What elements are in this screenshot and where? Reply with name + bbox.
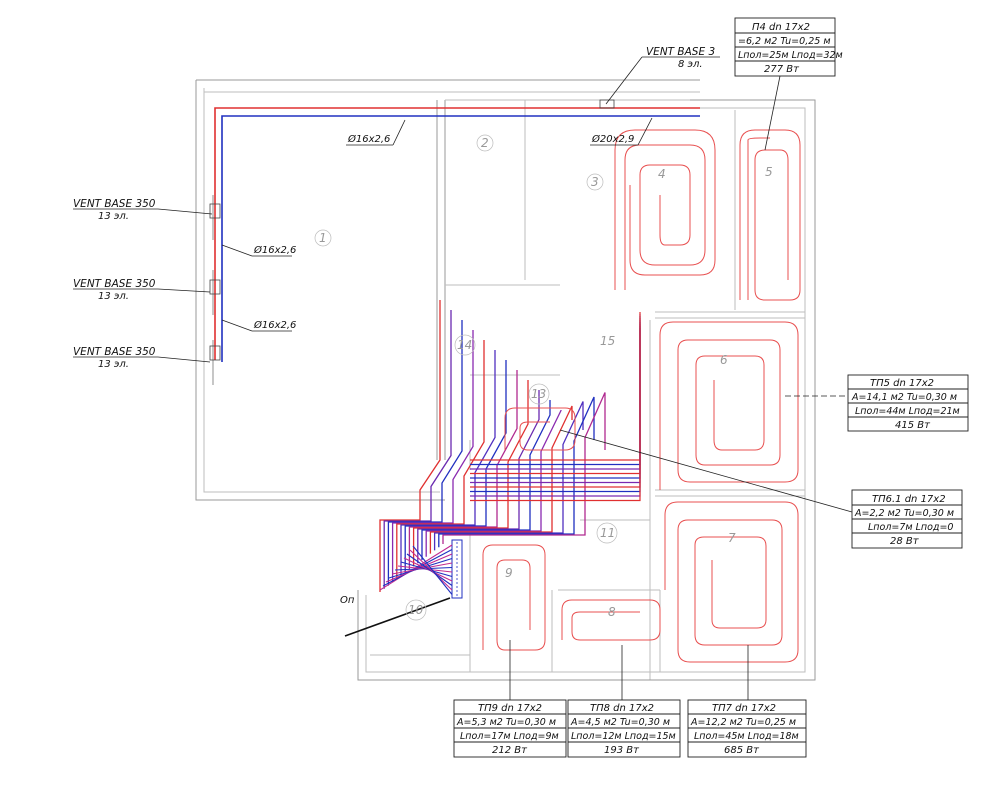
distribution-pipe <box>387 320 463 586</box>
distribution-pipe <box>400 350 496 576</box>
loop-box-tp6-1: ТП6.1 dn 17x2 A=2,2 м2 Tu=0,30 м Lпол=7м… <box>559 429 963 549</box>
loop-power: 212 Вт <box>492 745 528 756</box>
loop-area: A=2,2 м2 Tu=0,30 м <box>854 508 954 519</box>
room-label: 15 <box>600 334 615 348</box>
distribution-pipe <box>379 300 441 592</box>
room-label: 10 <box>408 603 424 617</box>
room-label: 7 <box>728 531 736 545</box>
loop-area: A=4,5 м2 Tu=0,30 м <box>570 717 670 728</box>
vent-count: 13 эл. <box>98 211 129 222</box>
pipe-label: Ø16x2,6 <box>253 319 296 331</box>
loop-box-tp7: ТП7 dn 17x2 A=12,2 м2 Tu=0,25 м Lпол=45м… <box>687 645 807 758</box>
loop-title: ТП8 dn 17x2 <box>590 703 654 714</box>
room-label: 5 <box>765 165 773 179</box>
room-labels: 1 2 3 4 5 6 7 8 9 10 11 13 14 15 <box>314 134 773 621</box>
walls <box>195 79 816 681</box>
loop-lengths: Lпол=17м Lпод=9м <box>460 731 559 742</box>
manifold-connection <box>412 545 453 595</box>
loop-title: ТП5 dn 17x2 <box>870 378 934 389</box>
loop-power: 277 Вт <box>764 64 800 75</box>
distribution-pipe <box>412 380 529 567</box>
loop-lengths: Lпол=25м Lпод=32м <box>738 50 843 61</box>
room-label: 1 <box>319 231 327 245</box>
room-label: 3 <box>591 175 599 189</box>
loop-title: ТП9 dn 17x2 <box>478 703 542 714</box>
manifold-connection <box>406 553 453 586</box>
room-label: 2 <box>481 136 489 150</box>
loop-power: 415 Вт <box>895 420 931 431</box>
manifold <box>344 539 463 637</box>
room-label: 6 <box>720 353 728 367</box>
vent-name: VENT BASE 350 <box>73 278 156 290</box>
room-label: 14 <box>457 338 472 352</box>
loop-area: A=12,2 м2 Tu=0,25 м <box>690 717 796 728</box>
collector-label: Оп <box>340 595 355 606</box>
room-label: 8 <box>608 605 616 619</box>
loop-lengths: Lпол=45м Lпод=18м <box>694 731 799 742</box>
vent-count: 8 эл. <box>678 59 703 70</box>
loop-power: 685 Вт <box>724 745 760 756</box>
vent-name: VENT BASE 350 <box>73 198 156 210</box>
loop-box-tp8: ТП8 dn 17x2 A=4,5 м2 Tu=0,30 м Lпол=12м … <box>567 645 681 758</box>
manifold-connection <box>403 557 453 582</box>
distribution-pipe <box>396 340 485 580</box>
distribution-pipe <box>442 392 606 544</box>
distribution-pipe <box>408 370 518 570</box>
loop-area: A=14,1 м2 Tu=0,30 м <box>851 392 957 403</box>
vent-name: VENT BASE 3 <box>646 46 715 58</box>
vent-count: 13 эл. <box>98 359 129 370</box>
loop-spec-boxes: П4 dn 17x2 =6,2 м2 Tu=0,25 м Lпол=25м Lп… <box>453 17 969 758</box>
corridor-pipe <box>470 312 641 502</box>
room-label: 9 <box>505 566 513 580</box>
room-label: 4 <box>658 167 666 181</box>
vent-count: 13 эл. <box>98 291 129 302</box>
loop-title: ТП6.1 dn 17x2 <box>872 494 946 505</box>
room-label: 11 <box>600 526 615 540</box>
distribution-pipe <box>433 401 584 551</box>
loop-box-p4: П4 dn 17x2 =6,2 м2 Tu=0,25 м Lпол=25м Lп… <box>734 17 843 151</box>
loop-lengths: Lпол=12м Lпод=15м <box>571 731 676 742</box>
distribution-pipe <box>383 310 452 589</box>
loop-lengths: Lпол=44м Lпод=21м <box>855 406 960 417</box>
loop-title: ТП7 dn 17x2 <box>712 703 776 714</box>
pipe-label: Ø16x2,6 <box>253 244 296 256</box>
loop-title: П4 dn 17x2 <box>752 22 810 33</box>
riser-pipes <box>209 99 700 385</box>
distribution-pipe <box>404 360 507 573</box>
loop-box-tp9: ТП9 dn 17x2 A=5,3 м2 Tu=0,30 м Lпол=17м … <box>453 640 567 758</box>
distribution-pipe <box>421 400 551 560</box>
loop-box-tp5: ТП5 dn 17x2 A=14,1 м2 Tu=0,30 м Lпол=44м… <box>785 374 969 432</box>
distribution-pipe <box>417 390 540 564</box>
manifold-connection <box>409 549 453 591</box>
loop-power: 28 Вт <box>890 536 920 547</box>
pipe-label: Ø20x2,9 <box>591 133 634 145</box>
room-label: 13 <box>531 387 546 401</box>
heating-loops <box>482 129 801 663</box>
distribution-pipe <box>429 405 573 554</box>
pipe-labels: Ø16x2,6 Ø16x2,6 Ø16x2,6 Ø20x2,9 Оп <box>221 117 653 606</box>
vent-name: VENT BASE 350 <box>73 346 156 358</box>
vent-labels: VENT BASE 350 13 эл. VENT BASE 350 13 эл… <box>73 46 720 370</box>
loop-area: =6,2 м2 Tu=0,25 м <box>738 36 831 47</box>
loop-area: A=5,3 м2 Tu=0,30 м <box>456 717 556 728</box>
distribution-pipe <box>391 330 474 583</box>
loop-lengths: Lпол=7м Lпод=0 <box>868 522 953 533</box>
distribution-pipe-bundle <box>379 300 641 595</box>
loop-power: 193 Вт <box>604 745 640 756</box>
pipe-label: Ø16x2,6 <box>347 133 390 145</box>
